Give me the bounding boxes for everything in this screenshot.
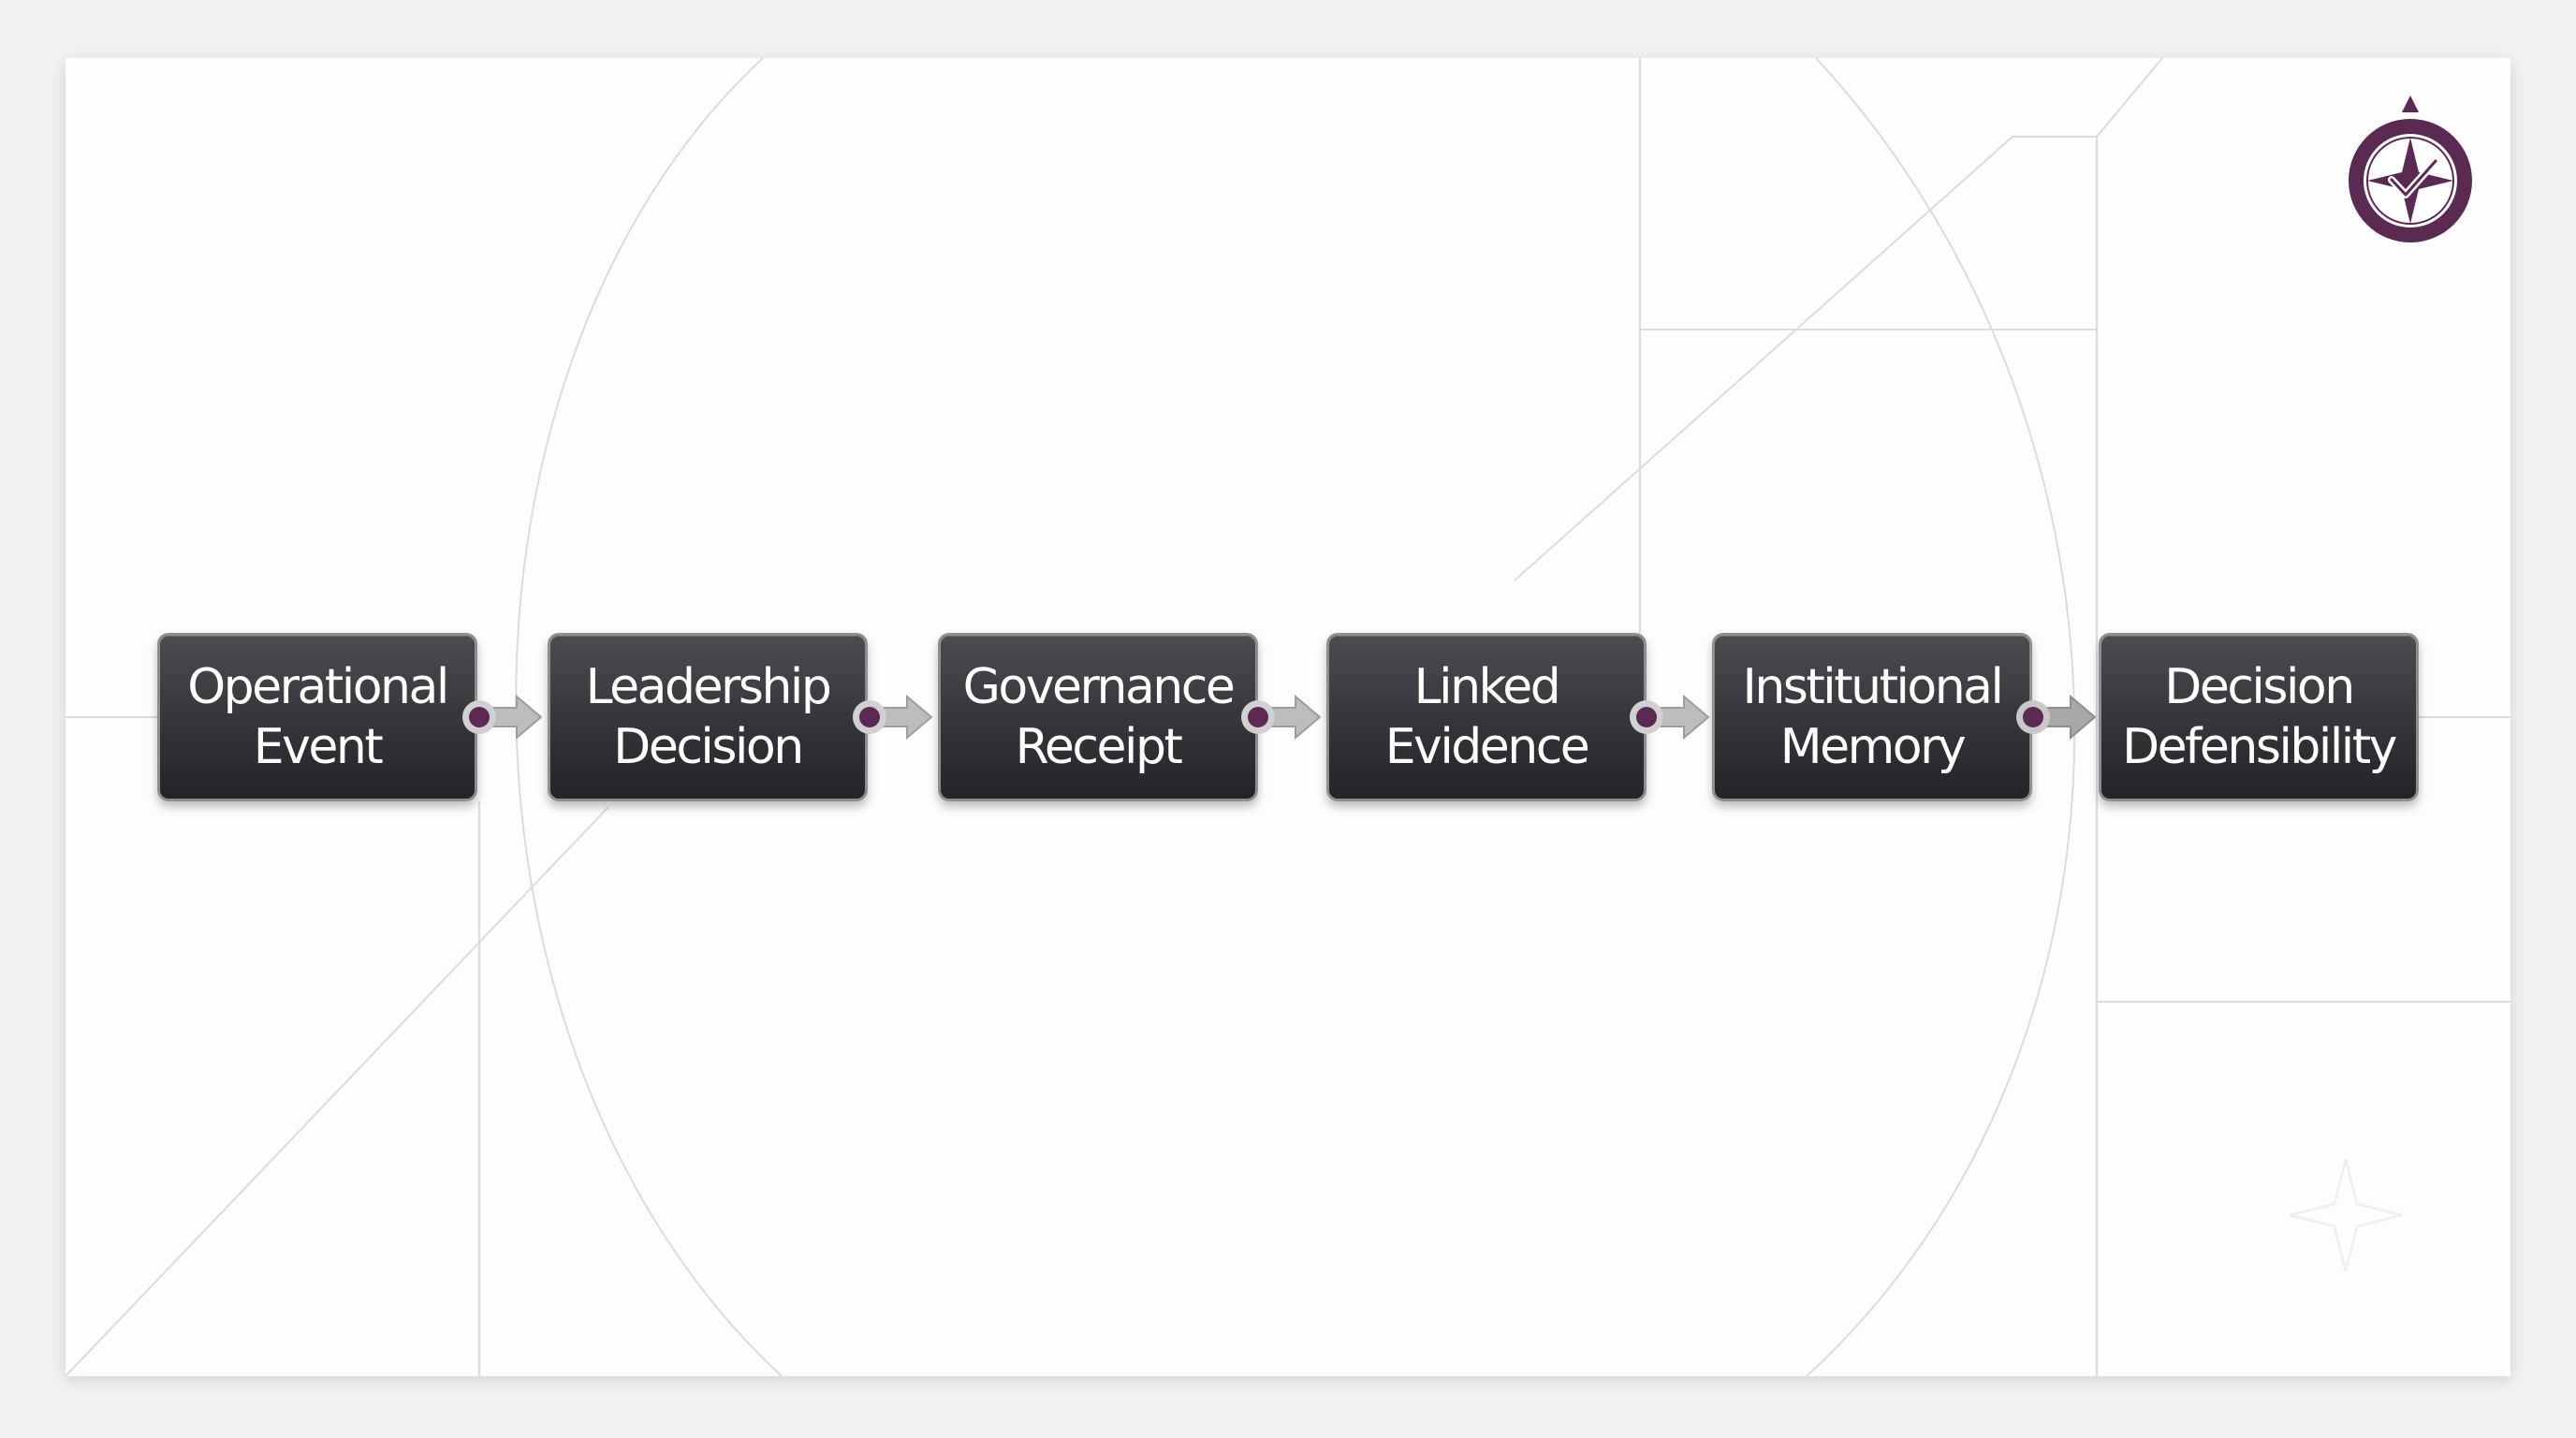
- step-label: Leadership Decision: [585, 659, 832, 775]
- sparkle-icon: [2290, 1159, 2402, 1271]
- slide: Operational Event Leadership Decision Go…: [66, 58, 2510, 1376]
- step-governance-receipt: Governance Receipt: [938, 633, 1258, 801]
- step-label: Governance Receipt: [962, 659, 1236, 775]
- step-linked-evidence: Linked Evidence: [1326, 633, 1647, 801]
- step-label: Institutional Memory: [1742, 659, 2005, 775]
- compass-check-icon: [2349, 95, 2472, 242]
- arrow-right-icon: [853, 694, 933, 741]
- arrow-right-icon: [1630, 694, 1710, 741]
- arrow-right-icon: [2016, 694, 2097, 741]
- step-label: Operational Event: [187, 659, 449, 775]
- step-operational-event: Operational Event: [157, 633, 477, 801]
- arrow-right-icon: [462, 694, 543, 741]
- process-flow: Operational Event Leadership Decision Go…: [66, 58, 2510, 1376]
- step-institutional-memory: Institutional Memory: [1712, 633, 2032, 801]
- step-leadership-decision: Leadership Decision: [548, 633, 868, 801]
- step-label: Linked Evidence: [1384, 659, 1590, 775]
- arrow-right-icon: [1241, 694, 1322, 741]
- step-label: Decision Defensibility: [2122, 659, 2397, 775]
- step-decision-defensibility: Decision Defensibility: [2099, 633, 2419, 801]
- background-decoration: [66, 58, 2510, 1376]
